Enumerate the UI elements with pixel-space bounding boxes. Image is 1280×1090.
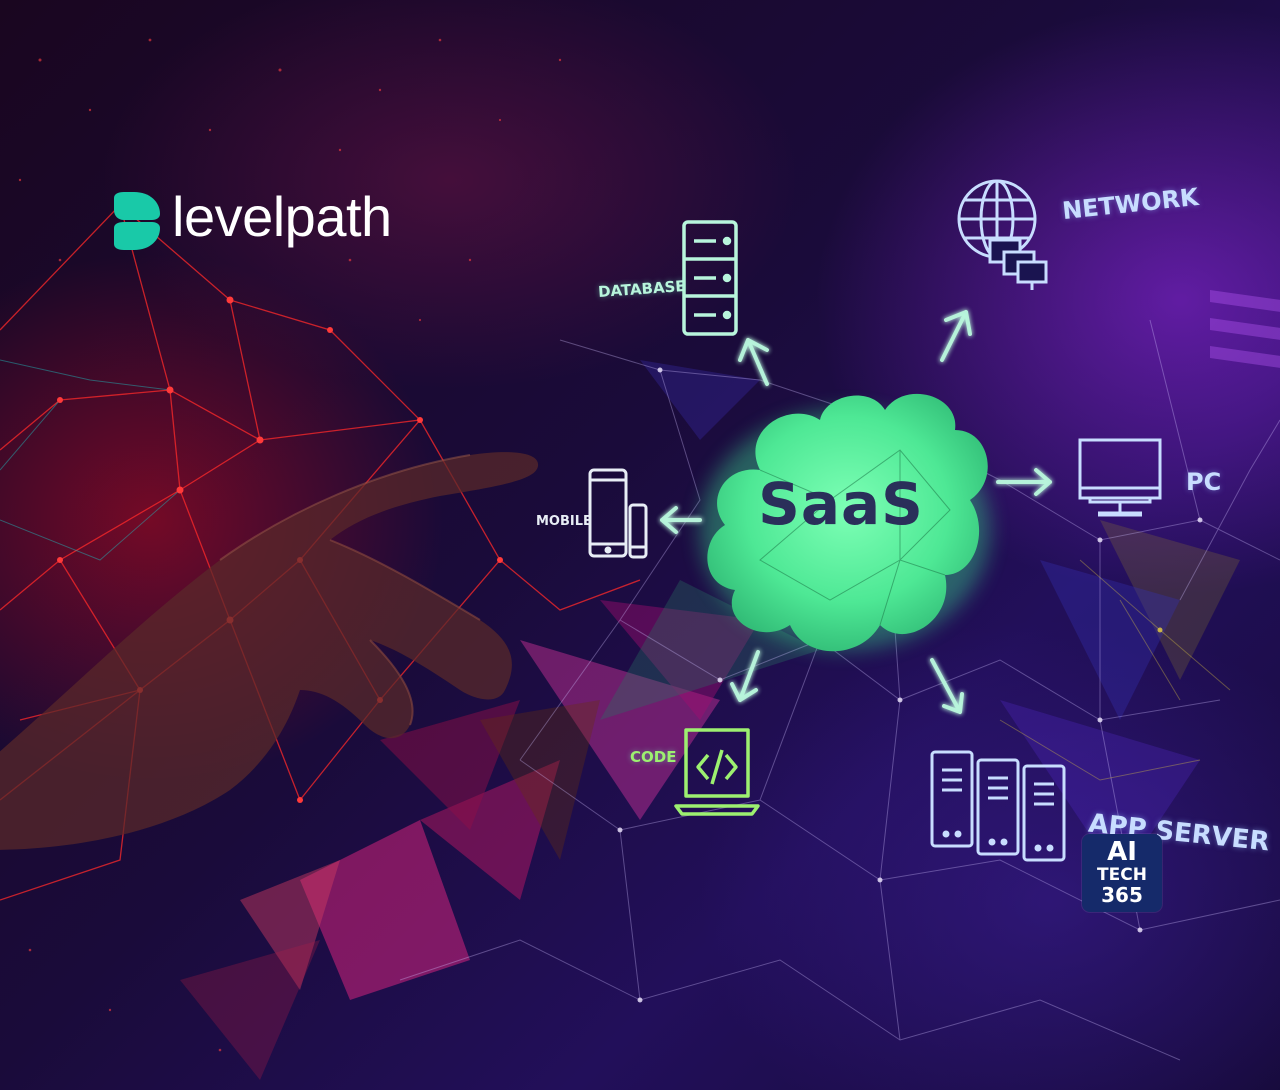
levelpath-mark-icon (114, 192, 160, 250)
mobile-label: MOBILE (536, 514, 592, 529)
saas-cloud (707, 393, 988, 652)
badge-line-ai: AI (1107, 837, 1137, 867)
mobile-devices-icon (588, 468, 648, 559)
stripes-decoration (1210, 290, 1280, 368)
server-rack-icon (682, 220, 738, 336)
saas-label: SaaS (758, 470, 924, 538)
badge-line-tech: TECH (1097, 865, 1147, 885)
particle-dust (18, 38, 562, 1052)
globe-network-icon (957, 179, 1048, 290)
brand-name: levelpath (172, 185, 392, 248)
app-servers-icon (930, 750, 1066, 862)
code-laptop-icon (674, 728, 760, 816)
levelpath-logo: levelpath (110, 185, 392, 250)
aitech365-badge: AI TECH 365 (1082, 834, 1162, 912)
pc-label: PC (1186, 468, 1222, 496)
cloud-network-overlay (759, 449, 951, 626)
pointing-hand-image (0, 452, 539, 850)
badge-line-365: 365 (1101, 883, 1143, 907)
desktop-pc-icon (1078, 438, 1162, 517)
code-label: CODE (630, 748, 677, 766)
teal-network-lines (0, 359, 181, 561)
